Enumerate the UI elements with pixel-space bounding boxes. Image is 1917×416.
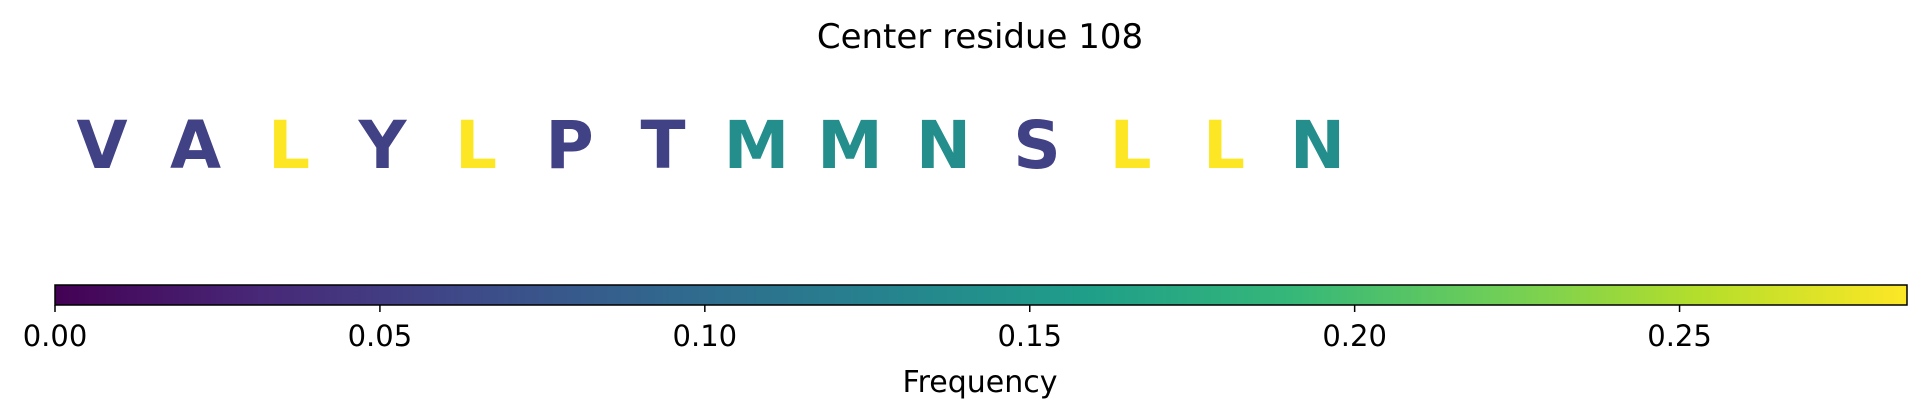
colorbar-label: Frequency xyxy=(903,365,1058,400)
colorbar-tick-label: 0.05 xyxy=(348,319,413,353)
colorbar-frame xyxy=(54,284,1908,306)
colorbar-tick-label: 0.20 xyxy=(1322,319,1387,353)
residue-letter: S xyxy=(1013,107,1061,184)
residue-letter: L xyxy=(1109,107,1151,184)
colorbar-tick-label: 0.25 xyxy=(1647,319,1712,353)
residue-letter: L xyxy=(268,107,310,184)
residue-letter: T xyxy=(640,107,685,184)
residue-letter: N xyxy=(916,107,971,184)
colorbar-ticks: 0.00 0.05 0.10 0.15 0.20 0.25 xyxy=(23,305,1712,353)
colorbar-tick-label: 0.15 xyxy=(997,319,1062,353)
residue-letter: L xyxy=(455,107,497,184)
residue-letter: M xyxy=(724,107,790,184)
colorbar: 0.00 0.05 0.10 0.15 0.20 0.25 Frequency xyxy=(23,284,1908,400)
colorbar-tick-label: 0.10 xyxy=(673,319,738,353)
residue-letter: V xyxy=(76,107,127,184)
residue-letter: L xyxy=(1203,107,1245,184)
residue-letter: Y xyxy=(358,107,408,184)
colorbar-tick-label: 0.00 xyxy=(23,319,88,353)
chart-title: Center residue 108 xyxy=(817,17,1143,57)
residue-letter: A xyxy=(170,107,221,184)
residue-letter: P xyxy=(545,107,593,184)
residue-letter: N xyxy=(1290,107,1345,184)
residue-letter: M xyxy=(817,107,883,184)
colorbar-gradient xyxy=(55,285,1907,305)
